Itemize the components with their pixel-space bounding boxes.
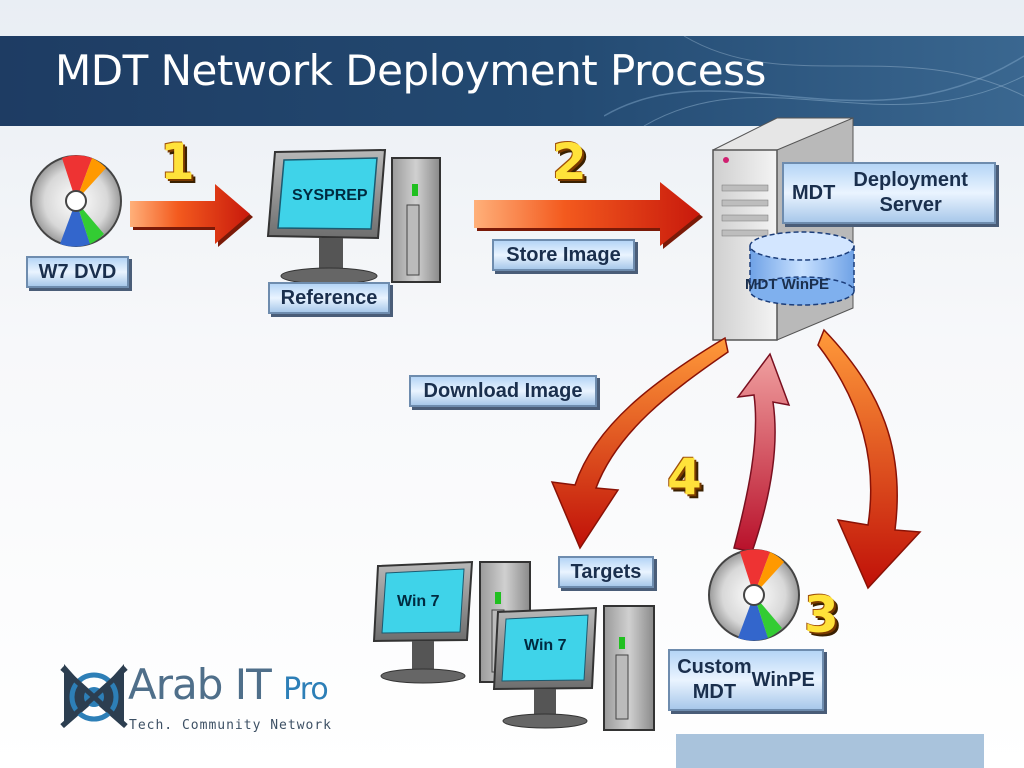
page-title: MDT Network Deployment Process: [55, 46, 766, 95]
title-bar: MDT Network Deployment Process: [0, 36, 1024, 126]
download-image-label: Download Image: [409, 375, 597, 407]
server-icon: [712, 117, 854, 341]
custom-winpe-label-line2: WinPE: [751, 668, 815, 691]
mdt-winpe-label: MDT WinPE: [745, 276, 830, 293]
custom-winpe-label: Custom MDT WinPE: [668, 649, 824, 711]
arrow-icon: [474, 182, 703, 249]
target-2-screen-text: Win 7: [524, 637, 567, 654]
computer-icon: [266, 148, 441, 285]
header-decoration: [604, 36, 1024, 126]
dvd-icon: [30, 155, 122, 247]
w7-dvd-label: W7 DVD: [26, 256, 129, 288]
logo-tagline: Tech. Community Network: [129, 718, 333, 733]
arrow-icon: [817, 328, 922, 590]
step-number-4: 4: [667, 448, 702, 506]
step-number-2: 2: [552, 133, 587, 191]
logo-wordmark: Arab IT Pro: [128, 664, 329, 707]
store-image-label: Store Image: [492, 239, 635, 271]
mdt-server-label: MDT Deployment Server: [782, 162, 996, 224]
arrow-icon: [733, 352, 791, 553]
mdt-server-label-line1: MDT: [792, 181, 836, 204]
logo-name-suffix: Pro: [283, 672, 329, 707]
logo-icon: [60, 664, 128, 728]
photo-strip: [676, 734, 984, 768]
targets-label: Targets: [558, 556, 654, 588]
reference-screen-text: SYSPREP: [292, 187, 368, 204]
step-number-3: 3: [804, 586, 839, 644]
custom-winpe-label-line1: Custom MDT: [677, 656, 752, 703]
dvd-icon: [708, 549, 800, 641]
step-number-1: 1: [160, 133, 195, 191]
arrow-icon: [550, 336, 729, 550]
logo-name: Arab IT: [128, 660, 272, 709]
arrow-icon: [130, 184, 253, 247]
computer-icon: [492, 605, 655, 731]
reference-label: Reference: [268, 282, 390, 314]
winpe-cylinder: [749, 231, 855, 306]
target-1-screen-text: Win 7: [397, 593, 440, 610]
mdt-server-label-line2: Deployment Server: [853, 169, 968, 216]
